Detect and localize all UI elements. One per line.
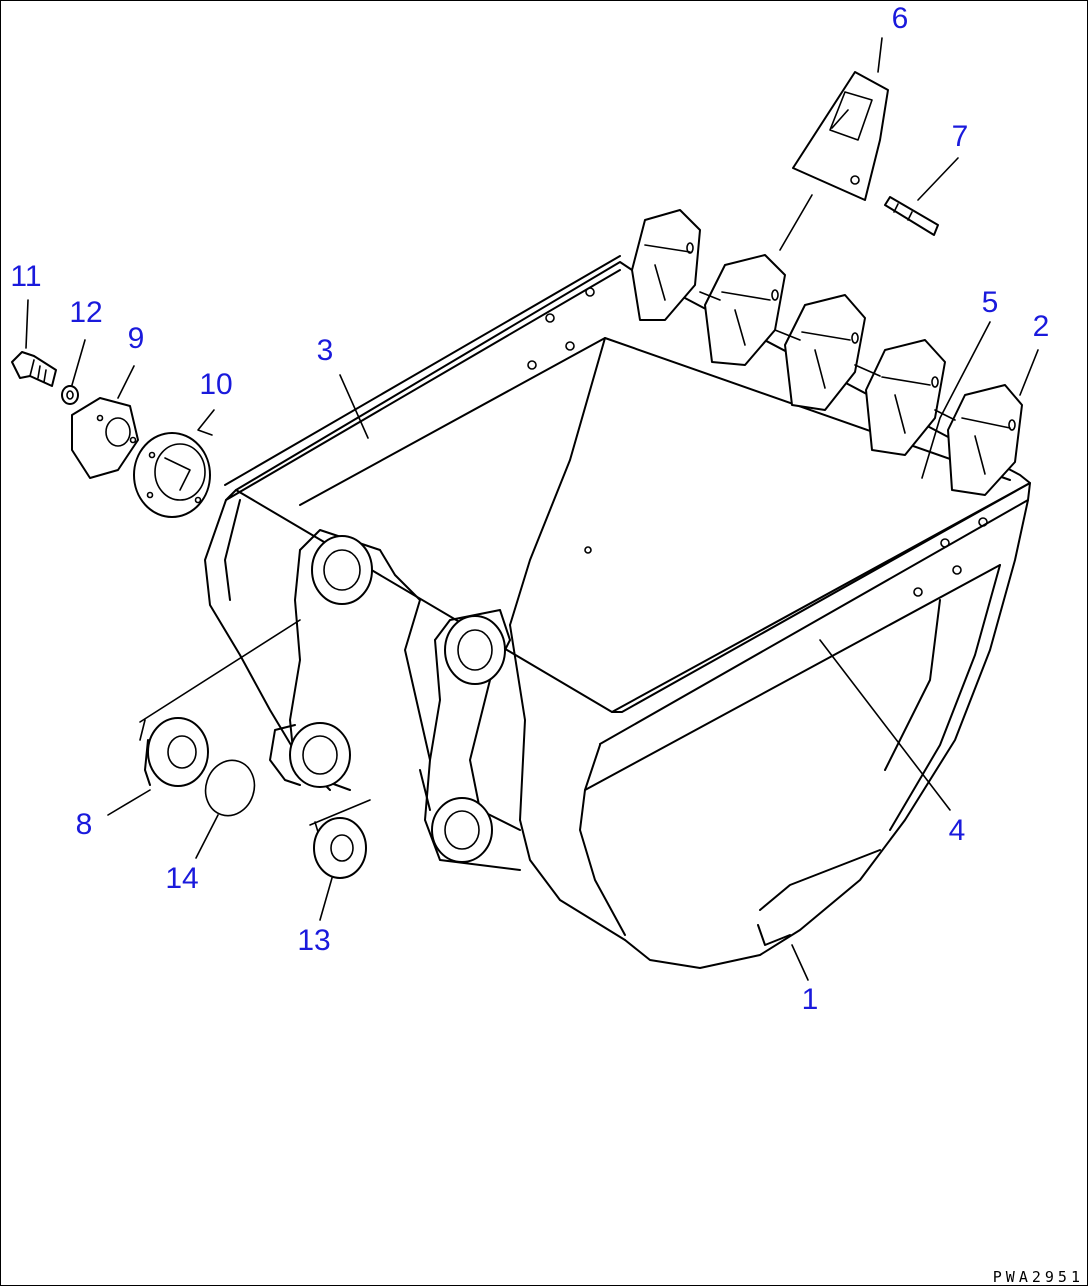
callout-12: 12 (69, 296, 103, 329)
callout-1: 1 (801, 983, 819, 1016)
callout-10: 10 (199, 368, 233, 401)
hardware-parts (11, 351, 211, 518)
bucket-body (204, 255, 1031, 969)
bucket-teeth (631, 209, 1023, 496)
drawing-number: PWA2951 (992, 1268, 1084, 1286)
callout-5: 5 (981, 286, 999, 319)
callout-4: 4 (948, 814, 966, 847)
callout-13: 13 (297, 924, 331, 957)
leader-lines (25, 37, 1039, 981)
tooth-pin (884, 196, 939, 236)
callout-14: 14 (165, 862, 199, 895)
callout-2: 2 (1032, 310, 1050, 343)
shims-and-ring (139, 619, 371, 879)
boss-brackets (269, 529, 521, 871)
tooth-point (792, 71, 889, 201)
callout-9: 9 (127, 322, 145, 355)
callout-7: 7 (951, 120, 969, 153)
callout-11: 11 (10, 260, 42, 293)
callout-8: 8 (75, 808, 93, 841)
callout-6: 6 (891, 2, 909, 35)
callout-3: 3 (316, 334, 334, 367)
